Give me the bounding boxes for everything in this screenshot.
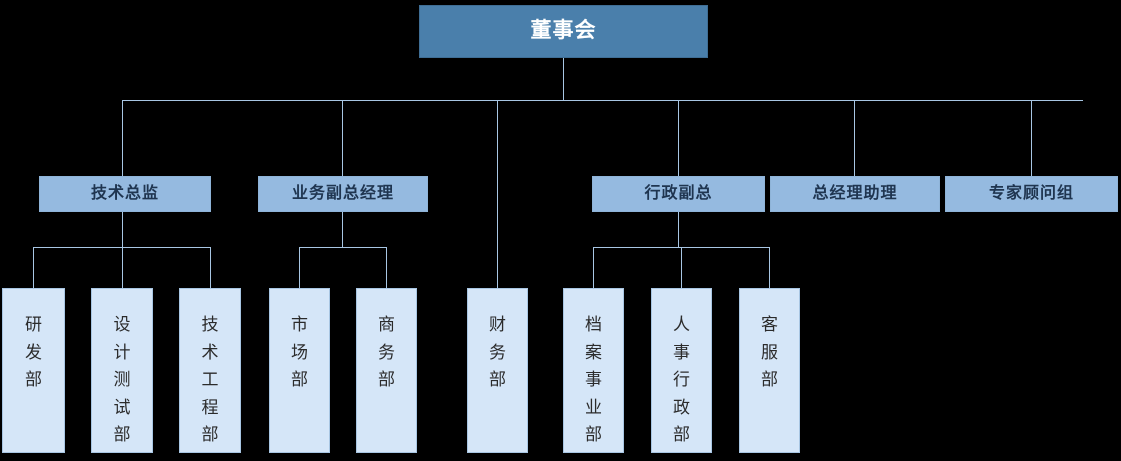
node-finance-dept[interactable]: 财务部 <box>467 288 528 453</box>
node-hr-admin-dept[interactable]: 人事行政部 <box>651 288 712 453</box>
connector-drop-customer-svc-dept <box>769 247 770 288</box>
connector-main-bus <box>122 100 1083 101</box>
connector-drop-finance-dept <box>497 100 498 288</box>
node-label-vertical: 财务部 <box>489 315 506 390</box>
node-label-vertical: 人事行政部 <box>673 315 690 445</box>
node-rd-dept[interactable]: 研发部 <box>2 288 65 453</box>
node-label-vertical: 技术工程部 <box>201 315 219 445</box>
node-label-vertical: 商务部 <box>378 315 395 390</box>
node-label: 专家顾问组 <box>988 184 1074 202</box>
node-admin-vp[interactable]: 行政副总 <box>592 176 765 212</box>
node-label-vertical: 市场部 <box>291 315 308 390</box>
node-gm-assistant[interactable]: 总经理助理 <box>770 176 940 212</box>
connector-drop-gm-assistant <box>854 100 855 176</box>
node-label-vertical: 研发部 <box>25 315 42 390</box>
node-label-vertical: 设计测试部 <box>113 315 131 445</box>
connector-drop-commerce-dept <box>386 247 387 288</box>
node-market-dept[interactable]: 市场部 <box>269 288 330 453</box>
node-commerce-dept[interactable]: 商务部 <box>356 288 417 453</box>
connector-drop-hr-admin-dept <box>681 247 682 288</box>
connector-drop-expert-advisory <box>1031 100 1032 176</box>
node-business-vp[interactable]: 业务副总经理 <box>258 176 428 212</box>
connector-drop-archive-biz-dept <box>593 247 594 288</box>
connector-drop-admin-vp <box>678 100 679 176</box>
connector-drop-design-test-dept <box>122 247 123 288</box>
node-label: 业务副总经理 <box>291 184 394 202</box>
node-customer-svc-dept[interactable]: 客服部 <box>739 288 800 453</box>
node-label: 总经理助理 <box>812 184 898 202</box>
connector-stem-tech-director <box>122 212 123 247</box>
node-expert-advisory[interactable]: 专家顾问组 <box>945 176 1118 212</box>
node-board-of-directors[interactable]: 董事会 <box>419 5 708 58</box>
connector-drop-tech-eng-dept <box>210 247 211 288</box>
node-tech-eng-dept[interactable]: 技术工程部 <box>179 288 241 453</box>
connector-stem-admin-vp <box>678 212 679 247</box>
connector-stem-business-vp <box>342 212 343 247</box>
node-label: 技术总监 <box>90 184 159 202</box>
node-label-vertical: 客服部 <box>761 315 778 390</box>
node-archive-biz-dept[interactable]: 档案事业部 <box>563 288 624 453</box>
connector-drop-business-vp <box>342 100 343 176</box>
connector-drop-rd-dept <box>33 247 34 288</box>
connector-drop-tech-director <box>122 100 123 176</box>
node-label: 董事会 <box>530 19 597 43</box>
node-label: 行政副总 <box>644 184 713 202</box>
connector-root-stem <box>563 58 564 100</box>
node-label-vertical: 档案事业部 <box>585 315 602 445</box>
node-tech-director[interactable]: 技术总监 <box>39 176 211 212</box>
connector-drop-market-dept <box>299 247 300 288</box>
connector-bus-tech-director <box>33 247 210 248</box>
node-design-test-dept[interactable]: 设计测试部 <box>91 288 153 453</box>
connector-bus-business-vp <box>299 247 387 248</box>
